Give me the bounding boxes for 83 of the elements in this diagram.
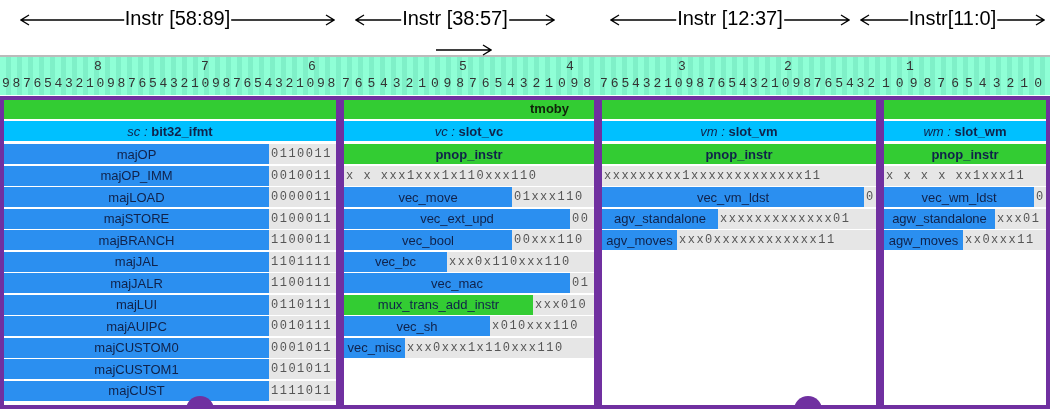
ruler-number: 1 bbox=[906, 59, 914, 74]
field-bar: vec_vm_ldst bbox=[602, 187, 864, 207]
field-bar: agv_moves bbox=[602, 230, 677, 250]
bit-pattern: xxx01 bbox=[995, 208, 1046, 229]
field-bar: majCUSTOM0 bbox=[4, 337, 269, 358]
bit-pattern: 0000011 bbox=[269, 187, 336, 207]
bit-pattern: 1111011 bbox=[269, 380, 336, 401]
bit-pattern: 0010111 bbox=[269, 316, 336, 336]
dimension-label: Instr[11:0] bbox=[907, 7, 998, 30]
bit-pattern: xxxxxxxxx1xxxxxxxxxxxxx11 bbox=[602, 165, 876, 186]
field-bar: agw_standalone bbox=[884, 208, 995, 229]
bit-pattern: 00xxx110 bbox=[512, 230, 594, 250]
field-bar: agv_standalone bbox=[602, 208, 718, 229]
bit-pattern: 01xxx110 bbox=[512, 187, 594, 207]
field-bar: vec_sh bbox=[344, 316, 490, 336]
slot-header: vm : slot_vm bbox=[602, 121, 876, 141]
bit-pattern: x x x x xx1xxx11 bbox=[884, 165, 1046, 186]
field-bar: majCUST bbox=[4, 380, 269, 401]
slot-panel bbox=[0, 96, 340, 409]
field-bar: vec_mac bbox=[344, 273, 570, 293]
bit-pattern: x010xxx110 bbox=[490, 316, 594, 336]
field-bar: majSTORE bbox=[4, 208, 269, 229]
field-bar: majLOAD bbox=[4, 187, 269, 207]
slot-header: vc : slot_vc bbox=[344, 121, 594, 141]
field-bar: vec_misc bbox=[344, 337, 405, 358]
field-bar: majCUSTOM1 bbox=[4, 359, 269, 379]
bit-pattern: 0010011 bbox=[269, 165, 336, 186]
bit-pattern: x x xxx1xxx1x110xxx110 bbox=[344, 165, 594, 186]
bit-pattern: 0100011 bbox=[269, 208, 336, 229]
bit-pattern: xxx0x110xxx110 bbox=[447, 251, 594, 272]
bit-pattern: xx0xxx11 bbox=[963, 230, 1046, 250]
ruler-number: 5 bbox=[459, 59, 467, 74]
format-name: tmoby bbox=[530, 101, 569, 116]
ruler-digits: 98765432109876543210987654321098 bbox=[2, 76, 338, 91]
field-bar: majOP_IMM bbox=[4, 165, 269, 186]
ruler-digits: 76543210987654321098 bbox=[342, 76, 596, 91]
bit-pattern: 1101111 bbox=[269, 251, 336, 272]
bit-pattern: 1100011 bbox=[269, 230, 336, 250]
bit-pattern: xxxxxxxxxxxxx01 bbox=[718, 208, 876, 229]
ruler-digits: 76543210987654321098765432 bbox=[600, 76, 878, 91]
instruction-bar: pnop_instr bbox=[602, 144, 876, 164]
dimension-label: Instr [38:57] bbox=[401, 7, 509, 30]
ruler-digits: 109876543210 bbox=[882, 76, 1048, 91]
bit-pattern: 0110111 bbox=[269, 294, 336, 315]
field-bar: vec_move bbox=[344, 187, 512, 207]
field-bar: vec_bool bbox=[344, 230, 512, 250]
ruler-number: 4 bbox=[566, 59, 574, 74]
ruler-number: 2 bbox=[784, 59, 792, 74]
bit-pattern: 0 bbox=[1034, 187, 1046, 207]
field-bar: majJAL bbox=[4, 251, 269, 272]
field-bar: majLUI bbox=[4, 294, 269, 315]
bit-pattern: 01 bbox=[570, 273, 594, 293]
field-bar: majJALR bbox=[4, 273, 269, 293]
bit-pattern: 0101011 bbox=[269, 359, 336, 379]
field-bar: vec_ext_upd bbox=[344, 208, 570, 229]
ruler-number: 7 bbox=[201, 59, 209, 74]
bit-pattern: xxx0xxxxxxxxxxxx11 bbox=[677, 230, 876, 250]
bit-pattern: xxx0xxx1x110xxx110 bbox=[405, 337, 594, 358]
slot-panel bbox=[340, 96, 598, 409]
field-bar: majOP bbox=[4, 144, 269, 164]
field-bar: agw_moves bbox=[884, 230, 963, 250]
slot-header: sc : bit32_ifmt bbox=[4, 121, 336, 141]
ruler-number: 6 bbox=[308, 59, 316, 74]
field-bar: vec_bc bbox=[344, 251, 447, 272]
field-bar: vec_wm_ldst bbox=[884, 187, 1034, 207]
bit-pattern: 00 bbox=[570, 208, 594, 229]
slot-header: wm : slot_wm bbox=[884, 121, 1046, 141]
ruler-number: 3 bbox=[678, 59, 686, 74]
field-bar: majAUIPC bbox=[4, 316, 269, 336]
bit-pattern: 1100111 bbox=[269, 273, 336, 293]
bit-pattern: 0 bbox=[864, 187, 876, 207]
slot-panel bbox=[880, 96, 1050, 409]
bit-pattern: 0110011 bbox=[269, 144, 336, 164]
instruction-bar: pnop_instr bbox=[344, 144, 594, 164]
dimension-label: Instr [12:37] bbox=[676, 7, 784, 30]
instruction-bar: mux_trans_add_instr bbox=[344, 294, 533, 315]
slot-panel bbox=[598, 96, 880, 409]
dimension-label: Instr [58:89] bbox=[123, 7, 232, 30]
field-bar: majBRANCH bbox=[4, 230, 269, 250]
ruler-number: 8 bbox=[94, 59, 102, 74]
instruction-bar: pnop_instr bbox=[884, 144, 1046, 164]
bit-pattern: 0001011 bbox=[269, 337, 336, 358]
bit-pattern: xxx010 bbox=[533, 294, 594, 315]
